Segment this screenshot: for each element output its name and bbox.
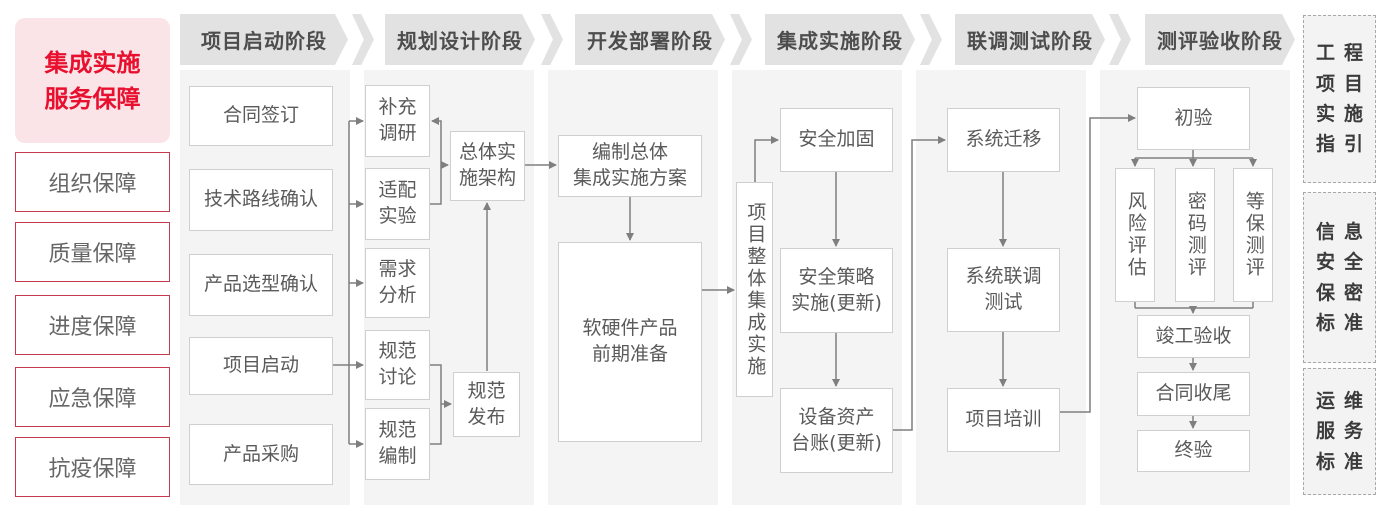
step-security-hardening: 安全加固 bbox=[780, 108, 893, 172]
step-overall-integration-plan: 编制总体 集成实施方案 bbox=[558, 135, 702, 197]
phase-band-project-kickoff: 项目启动阶段 bbox=[180, 14, 348, 65]
step-hw-sw-product-prep: 软硬件产品 前期准备 bbox=[558, 242, 702, 442]
step-spec-drafting: 规范 编制 bbox=[365, 408, 430, 480]
phase-band-integration-impl: 集成实施阶段 bbox=[765, 14, 915, 65]
step-asset-ledger-update: 设备资产 台账(更新) bbox=[780, 388, 893, 473]
step-adaptation-experiment: 适配 实验 bbox=[365, 168, 430, 240]
step-spec-release: 规范 发布 bbox=[453, 372, 520, 437]
step-product-procurement: 产品采购 bbox=[189, 424, 333, 485]
step-product-selection-confirm: 产品选型确认 bbox=[189, 254, 333, 316]
phase-band-eval-acceptance: 测评验收阶段 bbox=[1145, 14, 1295, 65]
step-mlps-evaluation: 等保测评 bbox=[1233, 168, 1273, 302]
step-project-kickoff: 项目启动 bbox=[189, 337, 333, 395]
step-supplement-research: 补充 调研 bbox=[365, 85, 430, 157]
sidebar-item-quality: 质量保障 bbox=[15, 222, 170, 282]
reference-engineering-guide: 工程 项目 实施 指引 bbox=[1303, 15, 1376, 183]
step-security-policy-update: 安全策略 实施(更新) bbox=[780, 248, 893, 333]
step-final-acceptance: 终验 bbox=[1137, 430, 1250, 472]
step-contract-closure: 合同收尾 bbox=[1137, 372, 1250, 416]
chevron-separator-icon bbox=[1109, 14, 1131, 65]
sidebar-title: 集成实施 服务保障 bbox=[15, 18, 170, 143]
reference-security-standard: 信息 安全 保密 标准 bbox=[1303, 192, 1376, 363]
step-tech-route-confirm: 技术路线确认 bbox=[189, 169, 333, 231]
step-requirement-analysis: 需求 分析 bbox=[365, 248, 430, 318]
step-risk-assessment: 风险评估 bbox=[1115, 168, 1155, 302]
chevron-separator-icon bbox=[920, 14, 942, 65]
step-system-joint-testing: 系统联调 测试 bbox=[947, 248, 1060, 332]
reference-ops-service-standard: 运维 服务 标准 bbox=[1303, 368, 1376, 495]
phase-band-joint-testing: 联调测试阶段 bbox=[955, 14, 1105, 65]
step-system-migration: 系统迁移 bbox=[947, 108, 1060, 172]
step-overall-project-integration: 项目整体集成实施 bbox=[736, 182, 773, 397]
step-contract-signing: 合同签订 bbox=[189, 86, 333, 146]
chevron-separator-icon bbox=[541, 14, 563, 65]
step-completion-acceptance: 竣工验收 bbox=[1137, 315, 1250, 358]
step-overall-impl-architecture: 总体实 施架构 bbox=[450, 131, 525, 201]
phase-band-dev-deployment: 开发部署阶段 bbox=[575, 14, 725, 65]
phase-band-planning-design: 规划设计阶段 bbox=[385, 14, 535, 65]
sidebar-item-organization: 组织保障 bbox=[15, 152, 170, 212]
step-initial-acceptance: 初验 bbox=[1137, 87, 1250, 150]
sidebar-item-epidemic: 抗疫保障 bbox=[15, 437, 170, 497]
step-spec-discussion: 规范 讨论 bbox=[365, 330, 430, 400]
step-crypto-evaluation: 密码测评 bbox=[1175, 168, 1215, 302]
chevron-separator-icon bbox=[730, 14, 752, 65]
sidebar-item-schedule: 进度保障 bbox=[15, 295, 170, 355]
chevron-separator-icon bbox=[352, 14, 374, 65]
step-project-training: 项目培训 bbox=[947, 388, 1060, 452]
sidebar-item-emergency: 应急保障 bbox=[15, 367, 170, 427]
